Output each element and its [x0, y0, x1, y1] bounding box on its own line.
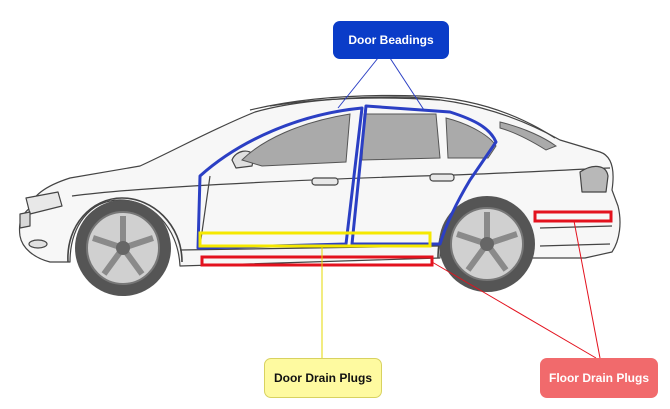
rear-wheel — [439, 196, 535, 292]
floor-drain-plug-sill — [200, 255, 434, 267]
beadings-leader-right — [389, 57, 425, 111]
front-wheel-arch — [67, 197, 183, 263]
tail-light — [579, 165, 609, 193]
door-drain-plugs-highlight — [198, 231, 432, 248]
body-crease — [71, 167, 611, 197]
floor-drain-plugs-label: Floor Drain Plugs — [548, 371, 649, 385]
front-hub — [116, 241, 130, 255]
windows — [241, 113, 558, 167]
front-grille — [19, 211, 31, 229]
door-beadings-highlight — [196, 104, 498, 250]
roof-rail-inner — [269, 97, 441, 107]
rear-door-beading — [350, 104, 498, 246]
front-wheel — [75, 200, 171, 296]
door-beadings-label: Door Beadings — [348, 33, 434, 47]
rear-hub — [480, 237, 494, 251]
fog-light — [28, 239, 48, 249]
roof-rail — [249, 94, 556, 139]
door-drain-plugs-callout: Door Drain Plugs — [264, 358, 382, 398]
beadings-leader-left — [337, 57, 379, 109]
front-window — [241, 113, 351, 167]
door-drain-plugs-label: Door Drain Plugs — [273, 371, 372, 385]
headlight — [25, 191, 63, 215]
floor-drain-plug-rear — [533, 210, 613, 223]
front-door-beading — [196, 106, 364, 250]
quarter-window — [445, 117, 497, 159]
floor-drain-plugs-callout: Floor Drain Plugs — [540, 358, 658, 398]
floor-drain-leader-rear — [573, 220, 601, 359]
leader-lines — [321, 57, 601, 359]
rear-window — [361, 113, 441, 161]
floor-drain-leader-sill — [431, 261, 597, 359]
door-beadings-callout: Door Beadings — [333, 21, 449, 59]
rear-screen — [499, 121, 558, 151]
rear-bumper — [539, 225, 613, 247]
front-door-handle — [311, 177, 339, 186]
rear-door-handle — [429, 173, 455, 182]
